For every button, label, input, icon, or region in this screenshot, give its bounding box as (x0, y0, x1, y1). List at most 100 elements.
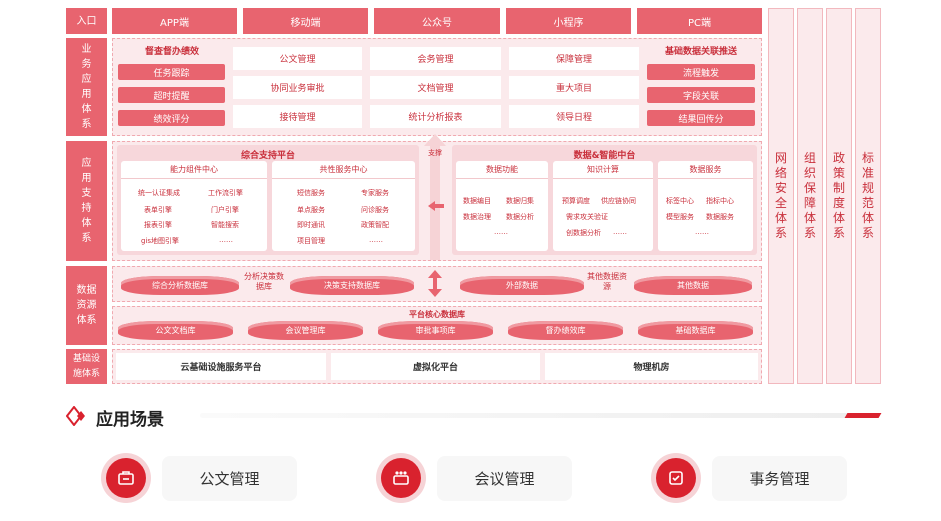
layer-label-infra: 基础设施体系 (66, 349, 107, 384)
business-grid-item: 领导日程 (509, 105, 639, 128)
common-service-item: 即时通讯 (297, 221, 325, 229)
capability-center-title: 能力组件中心 (121, 164, 267, 179)
business-left-title: 督查督办绩效 (144, 47, 199, 57)
scene-card-document[interactable]: 公文管理 (162, 456, 297, 501)
knowledge-compute-card (553, 161, 653, 251)
knowledge-compute-item: 供应链协同 (601, 197, 636, 205)
data-service-item: 模型服务 (666, 213, 694, 221)
left-arrow-icon (428, 201, 444, 211)
layer-label-support: 应用支持体系 (66, 141, 107, 261)
channel-mobile: 移动端 (243, 8, 368, 34)
layer-label-infra-text: 基础设施体系 (72, 353, 100, 379)
business-grid-item: 公文管理 (233, 47, 362, 70)
capability-item: 报表引擎 (144, 221, 172, 229)
business-right-title: 基础数据关联推送 (664, 47, 737, 57)
data-service-item: 指标中心 (706, 197, 734, 205)
scene-label: 公文管理 (199, 470, 260, 488)
knowledge-compute-item: 需求攻关验证 (566, 213, 608, 221)
diamond-icon (65, 405, 88, 427)
layer-label-data-text: 数据资源体系 (76, 285, 97, 326)
common-service-item: 政策智配 (361, 221, 389, 229)
data-service-item: 标签中心 (666, 197, 694, 205)
business-grid-item: 重大项目 (509, 76, 639, 99)
support-arrow (424, 134, 446, 260)
common-service-title: 共性服务中心 (272, 164, 415, 179)
side-column-organization: 组织保障体系 (797, 8, 823, 384)
database-cylinder: 综合分析数据库 (121, 276, 239, 295)
other-resources-label: 其他数据资源 (587, 272, 627, 291)
data-intelligence-title: 数据&智能中台 (573, 151, 636, 161)
business-grid-item: 保障管理 (509, 47, 639, 70)
layer-label-entry: 入口 (66, 8, 107, 34)
up-arrow-icon (424, 134, 446, 260)
data-function-item: …… (494, 228, 508, 236)
data-service-item: …… (695, 228, 709, 236)
data-function-title: 数据功能 (456, 164, 548, 179)
common-service-card (272, 161, 415, 251)
core-database-title: 平台核心数据库 (409, 310, 465, 319)
updown-arrow-icon (428, 270, 442, 297)
capability-item: 门户引擎 (211, 206, 239, 214)
affairs-icon (656, 458, 696, 498)
business-left-item: 任务跟踪 (118, 64, 225, 80)
data-function-item: 数据分析 (506, 213, 534, 221)
infra-item: 虚拟化平台 (331, 353, 540, 380)
common-service-item: 问诊服务 (361, 206, 389, 214)
scenes-divider-accent (844, 413, 882, 418)
scene-card-meeting[interactable]: 会议管理 (437, 456, 572, 501)
data-function-item: 数据治理 (463, 213, 491, 221)
common-service-item: …… (369, 236, 383, 244)
layer-label-support-text: 应用支持体系 (81, 158, 92, 244)
database-cylinder: 其他数据 (634, 276, 752, 295)
channel-official-account: 公众号 (374, 8, 500, 34)
knowledge-compute-item: 预算调度 (562, 197, 590, 205)
business-right-item: 字段关联 (647, 87, 755, 103)
data-service-card (658, 161, 753, 251)
knowledge-compute-item: …… (613, 228, 627, 236)
layer-label-business: 业务应用体系 (66, 38, 107, 136)
updown-arrow (427, 270, 443, 297)
side-column-text: 标准规范体系 (861, 151, 874, 240)
side-column-policy: 政策制度体系 (826, 8, 852, 384)
capability-item: …… (219, 236, 233, 244)
business-right-item: 结果回传分 (647, 110, 755, 126)
data-service-title: 数据服务 (658, 164, 753, 179)
layer-label-business-text: 业务应用体系 (81, 44, 92, 130)
side-column-text: 网络安全体系 (774, 151, 787, 240)
database-cylinder: 基础数据库 (638, 321, 753, 340)
scenes-title: 应用场景 (96, 410, 164, 430)
capability-item: gis地图引擎 (141, 237, 180, 245)
database-cylinder: 督办绩效库 (508, 321, 623, 340)
integrated-support-title: 综合支持平台 (240, 151, 295, 161)
capability-item: 统一认证集成 (138, 189, 180, 197)
side-column-text: 政策制度体系 (832, 151, 845, 240)
data-service-item: 数据服务 (706, 213, 734, 221)
channel-mini-program: 小程序 (506, 8, 631, 34)
side-column-standards: 标准规范体系 (855, 8, 881, 384)
left-arrow (428, 196, 444, 211)
business-grid-item: 会务管理 (370, 47, 501, 70)
infra-item: 物理机房 (545, 353, 758, 380)
business-grid-item: 接待管理 (233, 105, 362, 128)
common-service-item: 专家服务 (361, 189, 389, 197)
common-service-item: 单点服务 (297, 206, 325, 214)
knowledge-compute-title: 知识计算 (553, 164, 653, 179)
business-left-item: 超时提醒 (118, 87, 225, 103)
scene-label: 事务管理 (749, 470, 810, 488)
capability-item: 表单引擎 (144, 206, 172, 214)
business-right-item: 流程触发 (647, 64, 755, 80)
database-cylinder: 外部数据 (460, 276, 584, 295)
meeting-icon (381, 458, 421, 498)
support-arrow-label: 支撑 (428, 149, 442, 157)
scene-card-affairs[interactable]: 事务管理 (712, 456, 847, 501)
layer-label-data: 数据资源体系 (66, 266, 107, 345)
scene-label: 会议管理 (474, 470, 535, 488)
business-left-item: 绩效评分 (118, 110, 225, 126)
data-function-item: 数据归集 (506, 197, 534, 205)
data-function-card (456, 161, 548, 251)
common-service-item: 项目管理 (297, 237, 325, 245)
side-column-text: 组织保障体系 (803, 151, 816, 240)
side-column-network-security: 网络安全体系 (768, 8, 794, 384)
common-service-item: 短信服务 (297, 189, 325, 197)
database-cylinder: 公文文档库 (118, 321, 233, 340)
